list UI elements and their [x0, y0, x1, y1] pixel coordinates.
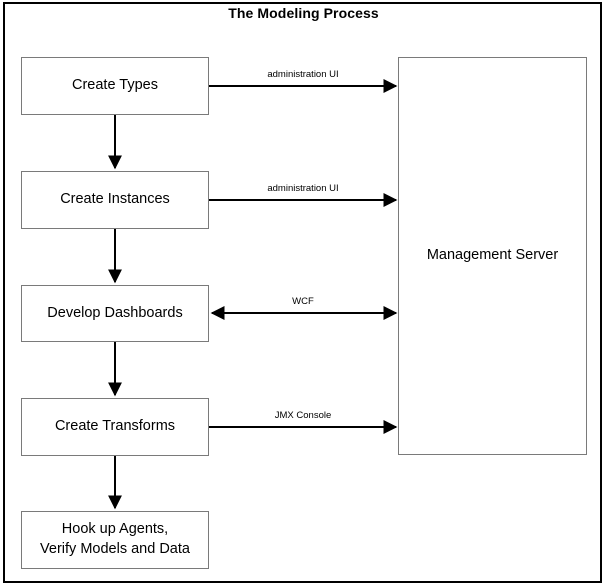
edge-label-administration-ui-instances: administration UI: [267, 183, 339, 194]
node-hook-up-agents[interactable]: Hook up Agents, Verify Models and Data: [21, 511, 209, 569]
node-label-create-types: Create Types: [72, 77, 158, 94]
node-label-create-transforms: Create Transforms: [54, 418, 176, 435]
node-management-server[interactable]: Management Server: [398, 57, 587, 455]
node-develop-dashboards[interactable]: Develop Dashboards: [21, 285, 209, 342]
node-create-instances[interactable]: Create Instances: [21, 171, 209, 229]
node-label-develop-dashboards: Develop Dashboards: [47, 304, 183, 321]
edge-label-administration-ui-types: administration UI: [267, 69, 339, 80]
node-label-create-instances: Create Instances: [60, 191, 170, 208]
diagram-outer-frame: [3, 2, 602, 583]
diagram-title: The Modeling Process: [228, 5, 379, 21]
node-label-management-server: Management Server: [426, 247, 559, 264]
node-create-types[interactable]: Create Types: [21, 57, 209, 115]
edge-label-jmx-console: JMX Console: [274, 410, 332, 421]
node-label-hook-up-agents: Hook up Agents, Verify Models and Data: [40, 521, 190, 557]
edge-label-wcf: WCF: [292, 296, 314, 307]
node-create-transforms[interactable]: Create Transforms: [21, 398, 209, 456]
